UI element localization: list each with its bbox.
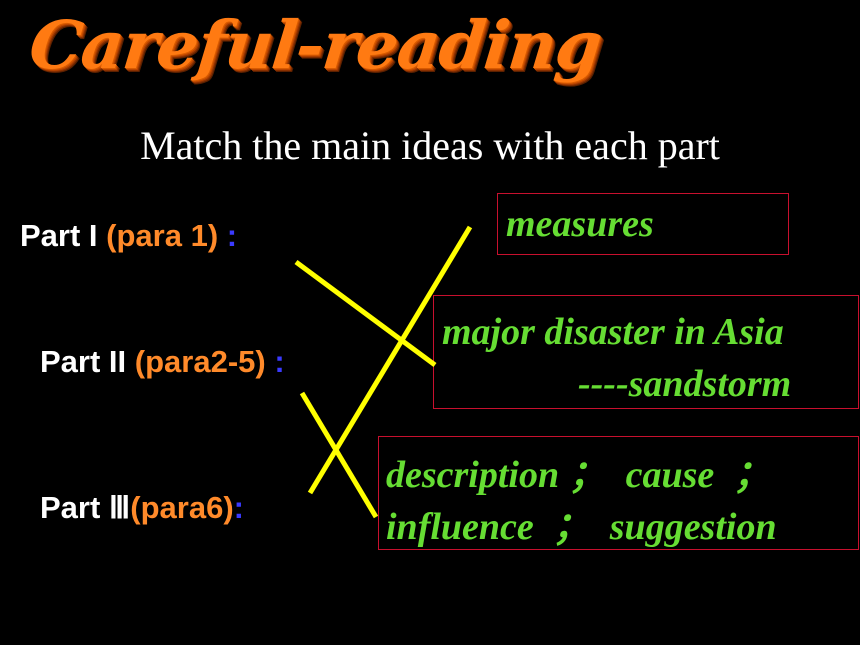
part-1-name: Part I — [20, 218, 98, 253]
idea-description-line1: description ； cause ； — [386, 454, 772, 496]
part-3-label: Part Ⅲ(para6): — [40, 490, 244, 526]
part-2-colon: : — [265, 344, 285, 379]
part-3-colon: : — [233, 490, 244, 525]
part-1-label: Part I (para 1) : — [20, 218, 237, 254]
part-1-colon: : — [218, 218, 238, 253]
idea-description-line2: influence ； suggestion — [386, 506, 777, 548]
part-1-para: (para 1) — [106, 218, 219, 253]
idea-disaster-line2: ----sandstorm — [578, 363, 792, 405]
idea-measures-text: measures — [506, 203, 654, 245]
match-line-part3-measures — [307, 225, 473, 495]
idea-box-description: description ； cause ； influence ； sugges… — [378, 436, 859, 550]
part-2-name: Part II — [40, 344, 127, 379]
idea-box-disaster: major disaster in Asia ----sandstorm — [433, 295, 859, 409]
instruction-title: Match the main ideas with each part — [140, 123, 720, 168]
idea-box-measures: measures — [497, 193, 789, 255]
part-3-para: (para6) — [130, 490, 234, 525]
idea-disaster-line1: major disaster in Asia — [442, 311, 784, 353]
part-3-name: Part Ⅲ — [40, 490, 131, 525]
part-2-para: (para2-5) — [134, 344, 266, 379]
match-line-part1-disaster — [294, 259, 437, 368]
part-2-label: Part II (para2-5) : — [40, 344, 285, 380]
match-line-part2-description — [299, 391, 379, 519]
